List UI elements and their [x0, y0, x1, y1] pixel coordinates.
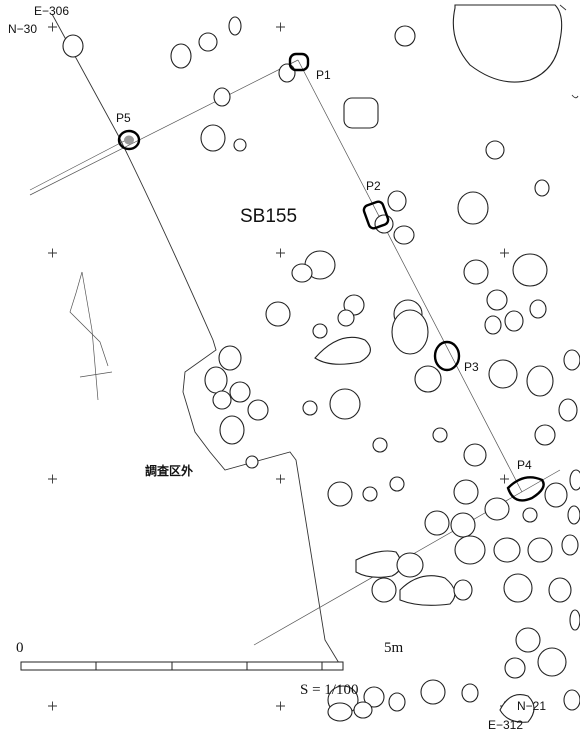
posthole-p5-fill: [124, 135, 134, 145]
outside-area-label: 調査区外: [145, 463, 193, 478]
posthole-label-p1: P1: [316, 68, 331, 82]
pits: [62, 16, 580, 723]
grid-label-n30: N−30: [8, 22, 37, 36]
grid-label-e312: E−312: [488, 718, 523, 732]
scale-end-label: 5m: [384, 640, 404, 656]
postholes: [117, 52, 545, 502]
scale-bar: [20, 661, 344, 671]
posthole-p5: [117, 129, 141, 151]
posthole-label-p5: P5: [116, 111, 131, 125]
posthole-label-p2: P2: [366, 179, 381, 193]
scale-start-label: 0: [16, 640, 24, 656]
posthole-label-p4: P4: [517, 458, 532, 472]
ditch-lines: [69, 271, 113, 401]
structure-label: SB155: [240, 206, 297, 227]
large-pit-rim: [559, 4, 579, 99]
scale-ratio-label: S = 1/100: [300, 682, 358, 698]
large-pit: [452, 4, 563, 83]
excavation-boundary: [51, 13, 343, 669]
grid-label-e306: E−306: [34, 4, 69, 18]
posthole-p3: [433, 340, 461, 372]
posthole-label-p3: P3: [464, 360, 479, 374]
posthole-p1: [288, 52, 310, 72]
posthole-p2: [362, 200, 390, 230]
grid-label-n21: N−21: [517, 699, 546, 713]
posthole-p4: [506, 476, 545, 502]
